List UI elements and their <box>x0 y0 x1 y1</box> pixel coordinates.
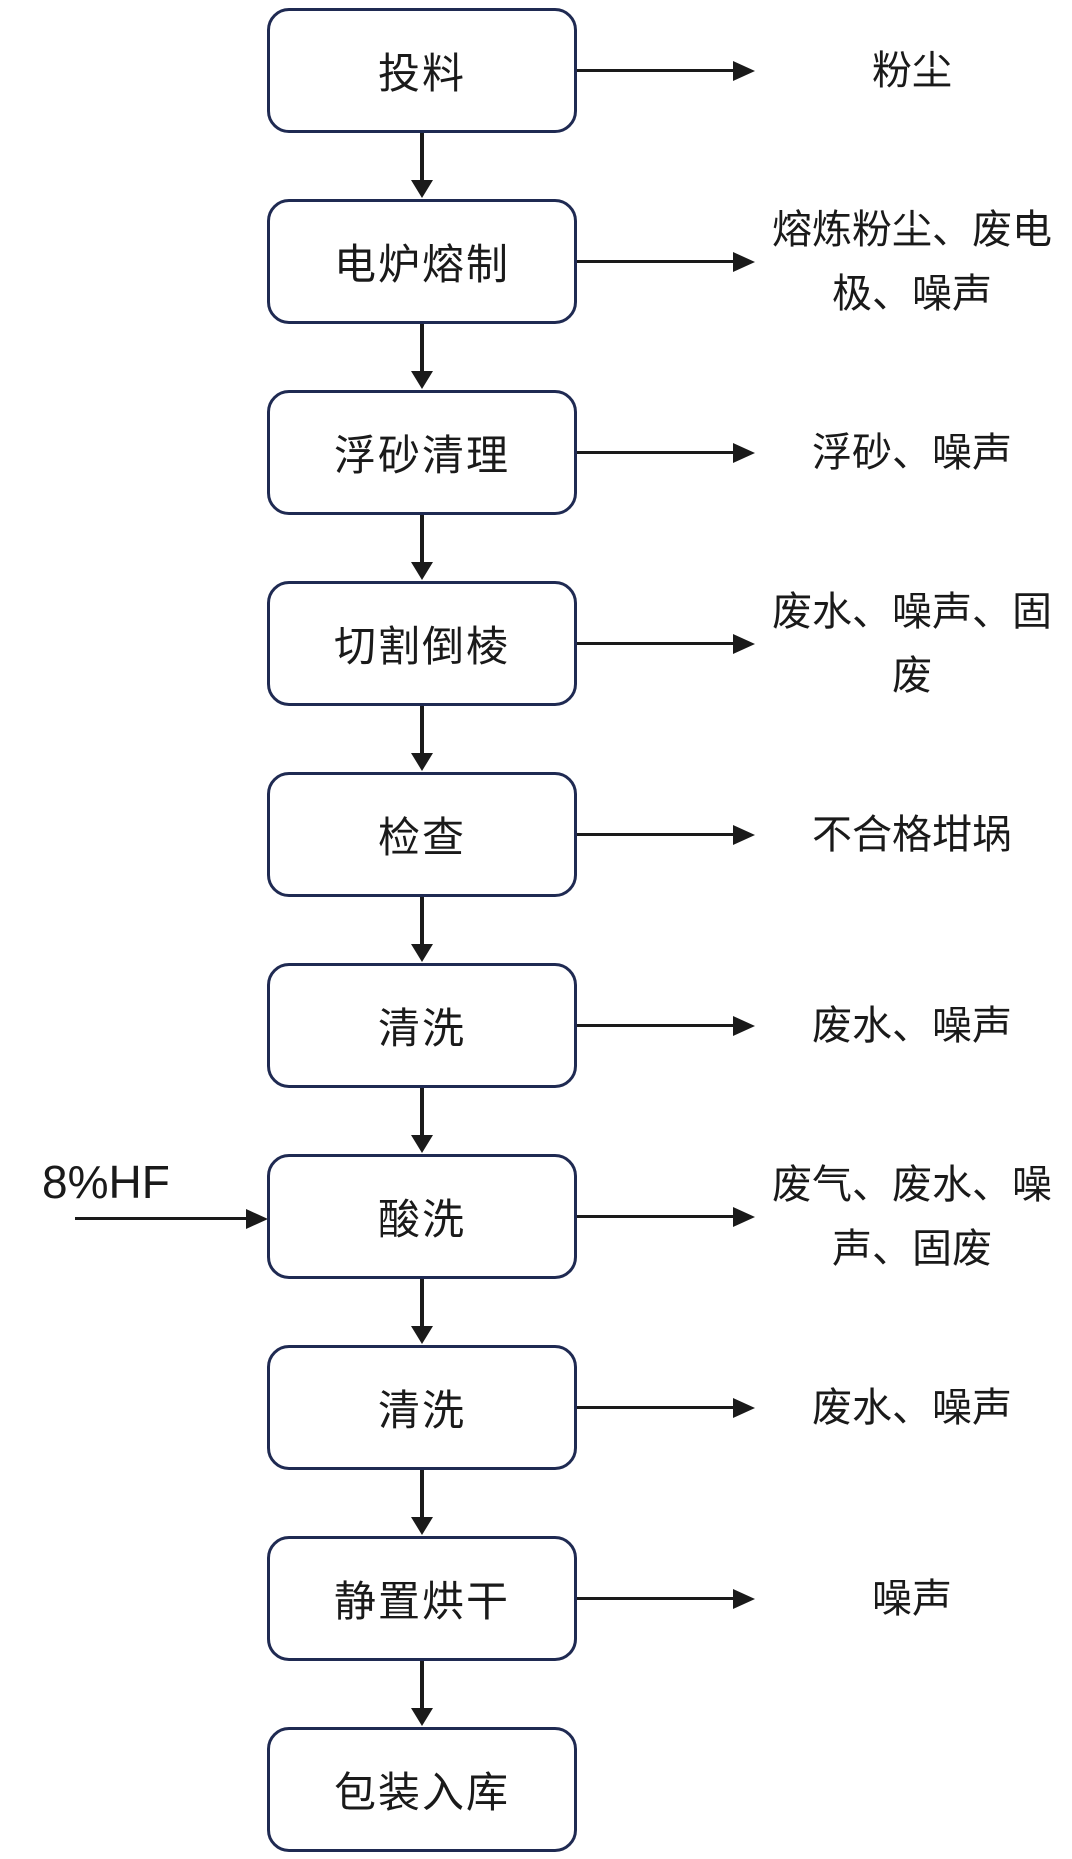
input-arrow <box>75 1216 246 1220</box>
output-arrow <box>577 1023 733 1027</box>
right-arrow-head-icon <box>733 1397 755 1418</box>
input-label: 8%HF <box>42 1156 170 1208</box>
down-arrow <box>420 515 424 563</box>
right-arrow-head-icon <box>733 1015 755 1036</box>
process-label: 清洗 <box>377 1387 466 1434</box>
output-arrow <box>577 1214 733 1218</box>
right-arrow-head-icon <box>733 633 755 654</box>
down-arrow <box>420 1661 424 1709</box>
output-arrow <box>577 450 733 454</box>
process-label: 检查 <box>377 814 466 861</box>
output-arrow <box>577 1405 733 1409</box>
down-arrow-head-icon <box>411 1517 433 1535</box>
output-label: 废水、噪声 <box>812 1003 1012 1048</box>
down-arrow <box>420 706 424 754</box>
output-label: 熔炼粉尘、废电极、噪声 <box>772 207 1052 316</box>
right-arrow-head-icon <box>733 60 755 81</box>
process-box-inspection: 检查 <box>267 772 577 897</box>
down-arrow <box>420 1279 424 1327</box>
output-arrow <box>577 1596 733 1600</box>
right-arrow-head-icon <box>733 251 755 272</box>
output-label: 粉尘 <box>872 48 952 93</box>
process-label: 浮砂清理 <box>333 432 510 479</box>
process-box-acid-washing: 酸洗 <box>267 1154 577 1279</box>
down-arrow-head-icon <box>411 371 433 389</box>
output-label: 废气、废水、噪声、固废 <box>772 1162 1052 1271</box>
process-label: 静置烘干 <box>333 1578 510 1625</box>
right-arrow-head-icon <box>733 442 755 463</box>
process-label: 投料 <box>377 50 466 97</box>
output-arrow <box>577 259 733 263</box>
process-box-furnace-melting: 电炉熔制 <box>267 199 577 324</box>
process-box-feeding: 投料 <box>267 8 577 133</box>
output-label: 不合格坩埚 <box>812 812 1012 857</box>
process-box-floating-sand-cleaning: 浮砂清理 <box>267 390 577 515</box>
right-arrow-head-icon <box>733 824 755 845</box>
process-label: 包装入库 <box>333 1769 510 1816</box>
input-arrow-head-icon <box>246 1208 268 1229</box>
process-box-washing-2: 清洗 <box>267 1345 577 1470</box>
process-label: 清洗 <box>377 1005 466 1052</box>
output-label: 废水、噪声 <box>812 1385 1012 1430</box>
down-arrow-head-icon <box>411 180 433 198</box>
down-arrow <box>420 1470 424 1518</box>
output-arrow <box>577 68 733 72</box>
down-arrow <box>420 1088 424 1136</box>
output-arrow <box>577 832 733 836</box>
process-box-washing-1: 清洗 <box>267 963 577 1088</box>
right-arrow-head-icon <box>733 1206 755 1227</box>
output-label: 浮砂、噪声 <box>812 430 1012 475</box>
down-arrow-head-icon <box>411 1135 433 1153</box>
down-arrow-head-icon <box>411 944 433 962</box>
process-box-packaging-warehousing: 包装入库 <box>267 1727 577 1852</box>
process-box-cutting-chamfering: 切割倒棱 <box>267 581 577 706</box>
right-arrow-head-icon <box>733 1588 755 1609</box>
process-label: 酸洗 <box>377 1196 466 1243</box>
down-arrow-head-icon <box>411 562 433 580</box>
down-arrow-head-icon <box>411 1326 433 1344</box>
process-box-standing-drying: 静置烘干 <box>267 1536 577 1661</box>
process-label: 切割倒棱 <box>333 623 510 670</box>
down-arrow-head-icon <box>411 753 433 771</box>
output-arrow <box>577 641 733 645</box>
output-label: 噪声 <box>872 1576 952 1621</box>
down-arrow <box>420 324 424 372</box>
down-arrow <box>420 133 424 181</box>
output-label: 废水、噪声、固废 <box>772 589 1052 698</box>
down-arrow-head-icon <box>411 1708 433 1726</box>
process-label: 电炉熔制 <box>333 241 510 288</box>
down-arrow <box>420 897 424 945</box>
